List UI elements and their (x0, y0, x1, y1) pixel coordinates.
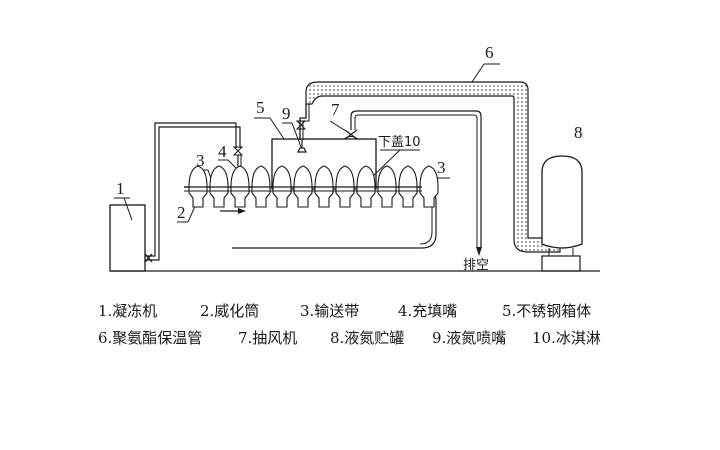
filling-valve-icon (232, 146, 244, 156)
exhaust-duct (350, 110, 482, 247)
legend-item: 3.输送带 (300, 302, 360, 320)
label-6-leader-diag (471, 63, 485, 83)
label-1: 1 (116, 179, 125, 198)
freezer-box (109, 204, 146, 272)
legend-item: 5.不锈钢箱体 (502, 302, 592, 320)
freezer-leader-diag (123, 197, 133, 221)
legend-item: 6.聚氨酯保温管 (98, 329, 203, 347)
legend-item: 8.液氮贮罐 (330, 329, 405, 347)
conveyor-direction-arrowhead (238, 208, 246, 214)
ice-cream-feed-pipe (145, 122, 237, 257)
legend-row-1: 1.凝冻机 2.威化筒 3.输送带 4.充填嘴 5.不锈钢箱体 (98, 300, 638, 327)
ice-cream-feed-pipe-inner (145, 126, 241, 261)
label-4: 4 (218, 142, 227, 161)
label-8: 8 (574, 123, 583, 142)
legend-item: 2.威化筒 (200, 302, 260, 320)
exhaust-arrow-icon (476, 247, 482, 256)
label-3-left: 3 (196, 151, 205, 170)
label-3-right: 3 (437, 158, 446, 177)
exhaust-fan-base (343, 136, 359, 140)
label-exhaust: 排空 (463, 258, 489, 273)
pu-insulated-pipe (305, 81, 561, 253)
label-7: 7 (331, 100, 340, 119)
label-7-leader (329, 120, 347, 132)
liquid-nitrogen-ice-cream-system-diagram: 1 4 5 下盖10 9 6 排空 7 8 3 3 (109, 43, 600, 273)
legend: 1.凝冻机 2.威化筒 3.输送带 4.充填嘴 5.不锈钢箱体 6.聚氨酯保温管… (98, 300, 638, 354)
label-10-leader-diag (371, 149, 401, 178)
legend-item: 4.充填嘴 (398, 302, 458, 320)
ln2-nozzle-pipe-2 (302, 104, 310, 140)
ln2-nozzle-icon (297, 147, 307, 153)
freezer-valve-icon (144, 253, 153, 263)
exhaust-duct-inner (354, 114, 478, 247)
legend-row-2: 6.聚氨酯保温管 7.抽风机 8.液氮贮罐 9.液氮喷嘴 10.冰淇淋 (98, 327, 638, 354)
legend-item: 7.抽风机 (238, 329, 298, 347)
label-5-leader-diag (269, 117, 285, 140)
ice-cream-cones (184, 165, 439, 208)
label-9: 9 (282, 104, 291, 123)
legend-item: 10.冰淇淋 (532, 329, 601, 347)
ln2-tank-stand (541, 255, 581, 272)
ln2-storage-tank (541, 155, 583, 249)
label-10: 下盖10 (378, 135, 421, 150)
label-2: 2 (177, 203, 186, 222)
label-5: 5 (256, 98, 265, 117)
legend-item: 9.液氮喷嘴 (432, 329, 507, 347)
ln2-valve-icon (295, 120, 307, 130)
label-9-leader-diag (291, 122, 302, 148)
ice-cream-cone (419, 165, 439, 208)
label-6: 6 (485, 43, 494, 62)
legend-item: 1.凝冻机 (98, 302, 158, 320)
